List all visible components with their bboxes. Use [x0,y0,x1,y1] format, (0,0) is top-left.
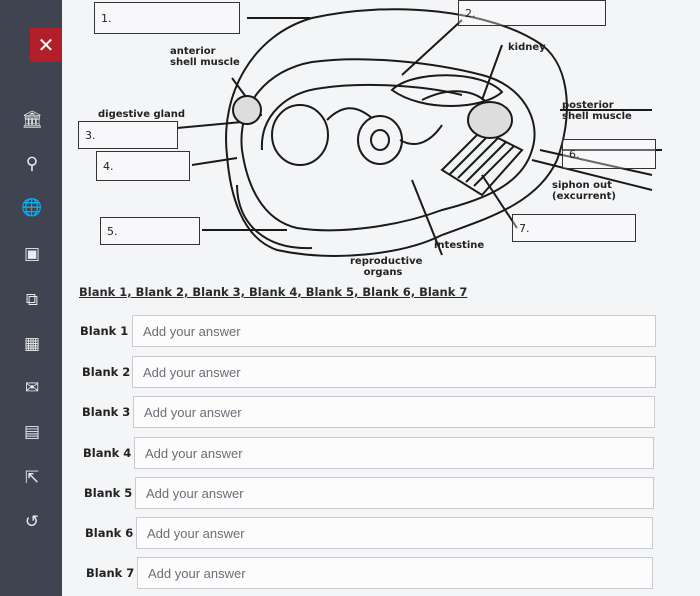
blank-3-label: Blank 3 [82,405,131,419]
bank-icon[interactable]: 🏛 [21,110,43,130]
blank-4-label: Blank 4 [83,446,132,460]
calculator-icon[interactable]: ▣ [23,244,41,264]
globe-icon[interactable]: 🌐 [21,198,43,218]
blank-2-label: Blank 2 [82,365,131,379]
label-digestive-gland: digestive gland [98,109,186,120]
document-icon[interactable]: ▤ [23,422,41,442]
figure-box-6: 6. [562,139,656,169]
close-icon[interactable]: ✕ [30,28,62,62]
question-content: anterior shell muscle digestive gland ki… [62,0,700,596]
figure-box-3: 3. [78,121,178,149]
left-sidebar: ✕ 🏛 ⚲ 🌐 ▣ ⧉ ▦ ✉ ▤ ⇱ ↺ [0,0,62,596]
figure-box-2: 2. [458,0,606,26]
label-reproductive-organs: reproductive organs [350,256,423,278]
share-icon[interactable]: ⇱ [24,468,40,488]
blank-4-input[interactable] [134,437,654,469]
figure-box-4: 4. [96,151,190,181]
grid-icon[interactable]: ⧉ [25,290,39,310]
figure-box-7: 7. [512,214,636,242]
clam-anatomy-drawing [176,8,662,257]
blank-6-input[interactable] [136,517,653,549]
figure-box-1: 1. [94,2,240,34]
blank-1-label: Blank 1 [80,324,129,338]
figure-box-5: 5. [100,217,200,245]
blank-2-input[interactable] [132,356,656,388]
undo-icon[interactable]: ↺ [24,512,40,532]
blank-5-label: Blank 5 [84,486,133,500]
label-siphon-out: siphon out (excurrent) [552,180,616,202]
label-kidney: kidney [508,42,546,53]
label-anterior-shell-muscle: anterior shell muscle [170,46,240,68]
blank-6-label: Blank 6 [85,526,134,540]
label-intestine: intestine [434,240,485,251]
blanks-heading: Blank 1, Blank 2, Blank 3, Blank 4, Blan… [79,285,468,299]
blank-5-input[interactable] [135,477,654,509]
blank-1-input[interactable] [132,315,656,347]
blank-7-input[interactable] [137,557,653,589]
clam-anatomy-diagram: anterior shell muscle digestive gland ki… [62,0,662,285]
blank-3-input[interactable] [133,396,655,428]
calendar-icon[interactable]: ▦ [23,334,41,354]
person-icon[interactable]: ⚲ [25,154,39,174]
blank-7-label: Blank 7 [86,566,135,580]
label-posterior-shell-muscle: posterior shell muscle [562,100,632,122]
mail-icon[interactable]: ✉ [24,378,40,398]
